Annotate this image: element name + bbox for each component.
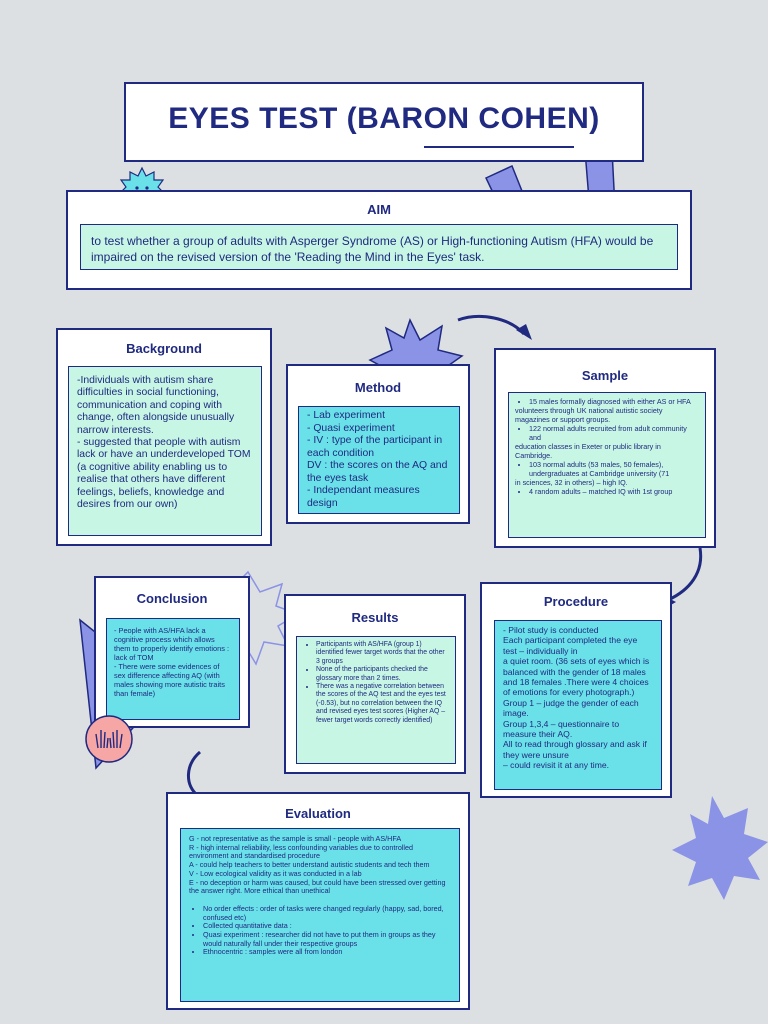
- list-item: There was a negative correlation between…: [316, 683, 450, 725]
- list-item: Ethnocentric : samples were all from lon…: [203, 948, 451, 957]
- procedure-heading: Procedure: [543, 594, 609, 609]
- arrow-curve-1: [457, 315, 526, 336]
- procedure-line: Group 1,3,4 – questionnaire to measure t…: [503, 718, 620, 740]
- conclusion-panel: Conclusion - People with AS/HFA lack a c…: [94, 576, 250, 728]
- procedure-line: a quiet room. (36 sets of eyes which is …: [503, 656, 650, 698]
- sample-heading: Sample: [581, 368, 629, 383]
- list-item: No order effects : order of tasks were c…: [203, 904, 451, 922]
- evaluation-line: A - could help teachers to better unders…: [189, 860, 430, 870]
- evaluation-line: G - not representative as the sample is …: [189, 834, 402, 843]
- arrow-head-1: [516, 324, 532, 340]
- evaluation-text: G - not representative as the sample is …: [180, 828, 460, 1002]
- method-line: - IV : type of the participant in each c…: [307, 435, 443, 459]
- procedure-line: Each participant completed the eye test …: [503, 635, 638, 656]
- method-line: - Quasi experiment: [307, 422, 395, 434]
- evaluation-line: E - no deception or harm was caused, but…: [189, 877, 446, 896]
- method-line: DV : the scores on the AQ and the eyes t…: [307, 460, 448, 484]
- results-text: Participants with AS/HFA (group 1) ident…: [296, 636, 456, 764]
- background-panel: Background -Individuals with autism shar…: [56, 328, 272, 546]
- arrow-curve-3: [187, 750, 202, 798]
- evaluation-panel: Evaluation G - not representative as the…: [166, 792, 470, 1010]
- background-heading: Background: [126, 341, 202, 356]
- list-item: education classes in Exeter or public li…: [515, 442, 661, 460]
- results-panel: Results Participants with AS/HFA (group …: [284, 594, 466, 774]
- star-shape: [672, 796, 768, 900]
- procedure-line: All to read through glossary and ask if …: [503, 739, 647, 760]
- method-text: - Lab experiment - Quasi experiment - IV…: [298, 406, 460, 514]
- sample-text: 15 males formally diagnosed with either …: [508, 392, 706, 538]
- aim-text: to test whether a group of adults with A…: [80, 224, 678, 270]
- procedure-line: - Pilot study is conducted: [503, 625, 599, 635]
- aim-panel: AIM to test whether a group of adults wi…: [66, 190, 692, 290]
- list-item: None of the participants checked the glo…: [316, 666, 450, 683]
- procedure-line: – could revisit it at any time.: [503, 760, 610, 771]
- procedure-text: - Pilot study is conducted Each particip…: [494, 620, 662, 790]
- arrow-curve-2: [667, 547, 703, 602]
- list-item: Participants with AS/HFA (group 1) ident…: [316, 641, 450, 666]
- conclusion-line: - People with AS/HFA lack a cognitive pr…: [114, 626, 230, 662]
- conclusion-line: - There were some evidences of sex diffe…: [114, 662, 225, 698]
- evaluation-line: R - high internal reliability, less conf…: [189, 842, 414, 861]
- sample-panel: Sample 15 males formally diagnosed with …: [494, 348, 716, 548]
- list-item: volunteers through UK national autistic …: [515, 406, 663, 424]
- procedure-panel: Procedure - Pilot study is conducted Eac…: [480, 582, 672, 798]
- list-item: Quasi experiment : researcher did not ha…: [203, 930, 451, 948]
- conclusion-heading: Conclusion: [136, 591, 208, 606]
- title-underline: [424, 146, 574, 148]
- list-item: 103 normal adults (53 males, 50 females)…: [529, 460, 699, 478]
- method-heading: Method: [354, 380, 402, 395]
- page-title: EYES TEST (BARON COHEN): [168, 102, 600, 135]
- evaluation-line: V - Low ecological validity as it was co…: [189, 868, 362, 878]
- list-item: in sciences, 32 in others) – high IQ.: [515, 478, 628, 487]
- aim-heading: AIM: [367, 202, 391, 217]
- method-line: - Lab experiment: [307, 410, 385, 421]
- title-panel: EYES TEST (BARON COHEN): [124, 82, 644, 162]
- list-item: 4 random adults – matched IQ with 1st gr…: [529, 487, 699, 496]
- method-panel: Method - Lab experiment - Quasi experime…: [286, 364, 470, 524]
- results-heading: Results: [351, 610, 399, 625]
- list-item: 122 normal adults recruited from adult c…: [529, 424, 699, 442]
- evaluation-heading: Evaluation: [285, 806, 351, 821]
- procedure-line: Group 1 – judge the gender of each image…: [503, 697, 639, 719]
- background-text: -Individuals with autism share difficult…: [68, 366, 262, 536]
- list-item: 15 males formally diagnosed with either …: [529, 397, 699, 406]
- method-line: - Independant measures design: [307, 485, 420, 509]
- list-item: Collected quantitative data :: [203, 922, 451, 931]
- conclusion-text: - People with AS/HFA lack a cognitive pr…: [106, 618, 240, 720]
- hands-icon: [85, 715, 133, 763]
